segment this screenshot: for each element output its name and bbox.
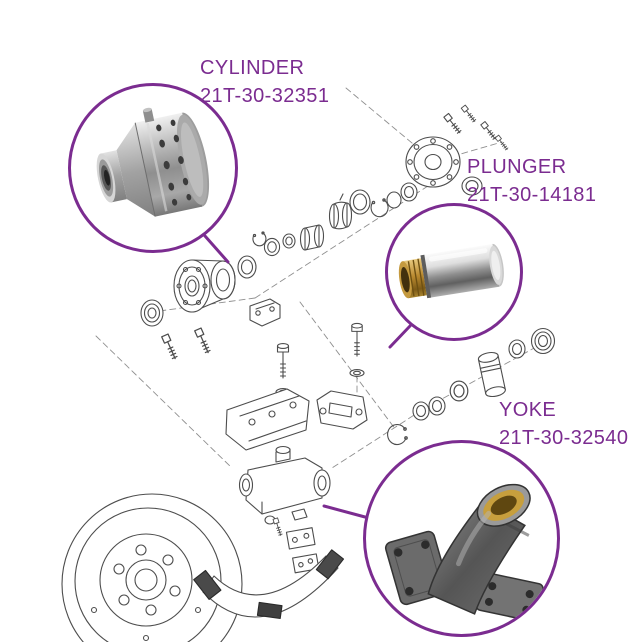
sleeve-and-rings <box>428 327 556 416</box>
clamp-halves <box>272 517 320 574</box>
yoke-label-group: YOKE 21T-30-32540 <box>499 396 628 452</box>
hub-assembly <box>173 259 236 313</box>
hub-rings <box>140 255 257 327</box>
mounting-plate <box>225 388 310 451</box>
flange-disc <box>405 136 461 188</box>
plunger-label-group: PLUNGER 21T-30-14181 <box>467 153 596 209</box>
cylinder-name: CYLINDER <box>200 57 305 79</box>
yoke-part-number: 21T-30-32540 <box>499 427 629 449</box>
snap-rings <box>387 401 430 446</box>
flange-seal-ring <box>461 176 483 196</box>
cylinder-part-photo <box>96 107 210 217</box>
yoke-name: YOKE <box>499 399 557 421</box>
yoke-arm <box>193 549 345 620</box>
u-bracket <box>316 390 368 430</box>
callout-circle-cylinder[interactable] <box>68 83 238 253</box>
callout-circle-yoke[interactable] <box>363 440 560 637</box>
cylinder-label-group: CYLINDER 21T-30-32351 <box>200 54 329 110</box>
drum-wheel <box>61 493 243 642</box>
plunger-part-number: 21T-30-14181 <box>467 184 597 206</box>
valve-body <box>238 445 331 525</box>
callout-circle-plunger[interactable] <box>385 203 523 341</box>
ring-chain <box>252 182 418 257</box>
plunger-part-photo <box>398 243 504 299</box>
yoke-part-photo <box>384 483 544 622</box>
cylinder-part-number: 21T-30-32351 <box>200 85 330 107</box>
plunger-name: PLUNGER <box>467 156 567 178</box>
small-bolts <box>443 104 510 152</box>
small-bracket <box>249 298 281 327</box>
